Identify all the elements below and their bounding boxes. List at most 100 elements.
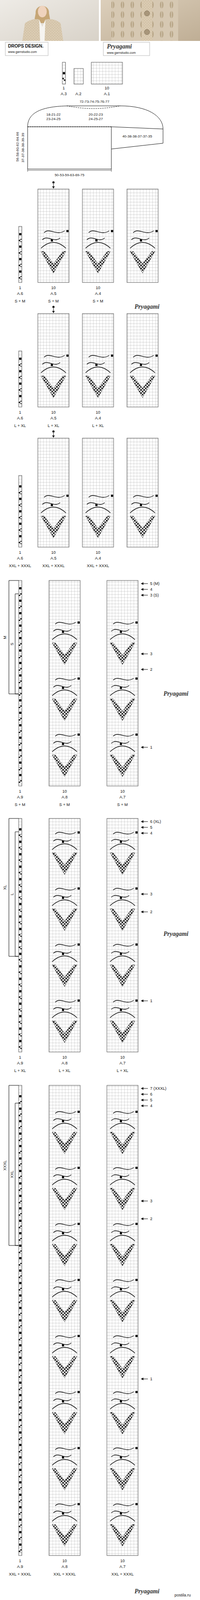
chart-symbol: [52, 1189, 78, 1212]
chart-symbol: [18, 1351, 22, 1356]
chart-symbol: [19, 1333, 22, 1336]
stitch-count: 10: [120, 1560, 125, 1566]
chart-symbol: [19, 954, 22, 957]
chart-symbol: [19, 1346, 22, 1349]
chart-symbol: [110, 901, 135, 907]
chart-symbol: [19, 1445, 22, 1449]
chart-symbol: [110, 1358, 135, 1380]
size-label: S + M: [86, 299, 110, 304]
chart-symbol: [155, 355, 158, 358]
chart-symbol: [61, 954, 65, 957]
chart-symbol: [18, 656, 22, 660]
stitch-count: 1: [18, 285, 21, 291]
chart-symbol: [18, 1009, 22, 1013]
chart-symbol: [110, 690, 135, 697]
row-number: 4: [150, 832, 153, 837]
chart-symbol: [119, 1346, 123, 1349]
chart-symbol: [55, 1113, 76, 1115]
row-arrow: [140, 1379, 144, 1383]
logo-url: www.garnstudio.com: [106, 51, 136, 55]
chart-symbol: [19, 1246, 22, 1249]
chart-symbol: [19, 1321, 22, 1324]
chart-symbol: [18, 376, 22, 380]
chart-symbol: [88, 231, 110, 233]
chart-symbol: [19, 1395, 22, 1399]
stitch-count: 1: [62, 85, 65, 91]
chart-symbol: [19, 1371, 22, 1374]
row-number: 2: [150, 1218, 153, 1223]
chart-symbol: [77, 832, 80, 835]
chart-symbol: [19, 650, 22, 653]
measurement: 18-21-22: [46, 112, 61, 117]
chart-symbol: [53, 952, 72, 955]
row-number: 2: [150, 668, 153, 673]
size-label: L + XL: [41, 424, 66, 429]
chart-grid: [37, 314, 70, 408]
chart-symbol: [55, 945, 76, 948]
chart-symbol: [19, 737, 22, 740]
chart-symbol: [18, 780, 22, 784]
chart-symbol: [18, 363, 22, 368]
chart-symbol: [110, 1526, 135, 1549]
chart-symbol: [111, 1232, 130, 1235]
row-arrow: [140, 653, 144, 657]
chart-symbol: [18, 1376, 22, 1380]
chart-symbol: [110, 853, 135, 876]
chart-symbol: [18, 643, 22, 647]
size-bracket: [8, 819, 10, 958]
chart-symbol: [18, 1139, 22, 1143]
chart-symbol: [53, 1400, 72, 1403]
chart-symbol: [110, 1461, 135, 1468]
chart-symbol: [19, 485, 22, 489]
chart-symbol: [52, 1349, 78, 1356]
chart-symbol: [111, 630, 130, 633]
chart-symbol: [19, 1383, 22, 1386]
chart-symbol: [111, 1288, 130, 1291]
chart-symbol: [19, 1283, 22, 1286]
chart-grid: [62, 62, 66, 85]
measurement: 50-53-59-63-69-75: [54, 173, 85, 178]
chart-symbol: [110, 844, 135, 851]
chart-symbol: [19, 1533, 22, 1536]
chart-symbol: [19, 1470, 22, 1474]
chart-symbol: [19, 233, 22, 236]
chart-symbol: [55, 889, 76, 892]
chart-symbol: [95, 239, 98, 242]
stitch-count: 10: [62, 790, 67, 795]
chart-symbol: [77, 622, 80, 625]
chart-symbol: [50, 239, 54, 242]
chart-grid: [82, 314, 114, 408]
chart-symbol: [113, 735, 134, 738]
row-number: 6: [150, 1093, 153, 1098]
chart-symbol: [110, 1293, 135, 1299]
stitch-count: 10: [51, 410, 56, 416]
chart-symbol: [18, 972, 22, 976]
chart-symbol: [110, 1405, 135, 1412]
chart-symbol: [19, 1258, 22, 1262]
chart-symbol: [18, 1189, 22, 1193]
chart-symbol: [19, 1495, 22, 1498]
chart-symbol: [61, 743, 65, 747]
chart-symbol: [18, 910, 22, 914]
chart-symbol: [18, 1252, 22, 1256]
chart-symbol: [44, 496, 65, 498]
chart-symbol: [19, 979, 22, 982]
chart-symbol: [18, 1127, 22, 1131]
chart-symbol: [53, 840, 72, 843]
chart-symbol: [113, 833, 134, 836]
chart-grid: [18, 226, 22, 283]
chart-symbol: [85, 516, 111, 539]
chart-symbol: [110, 1414, 135, 1437]
chart-symbol: [52, 1461, 78, 1468]
row-arrow: [140, 746, 144, 750]
chart-symbol: [18, 1114, 22, 1119]
chart-symbol: [111, 840, 130, 843]
chart-name: A.5: [50, 556, 57, 562]
chart-symbol: [52, 1414, 78, 1437]
row-number: 5: [150, 826, 153, 831]
chart-symbol: [18, 668, 22, 672]
start-marker: [52, 181, 55, 184]
chart-symbol: [19, 941, 22, 944]
chart-symbol: [113, 623, 134, 625]
